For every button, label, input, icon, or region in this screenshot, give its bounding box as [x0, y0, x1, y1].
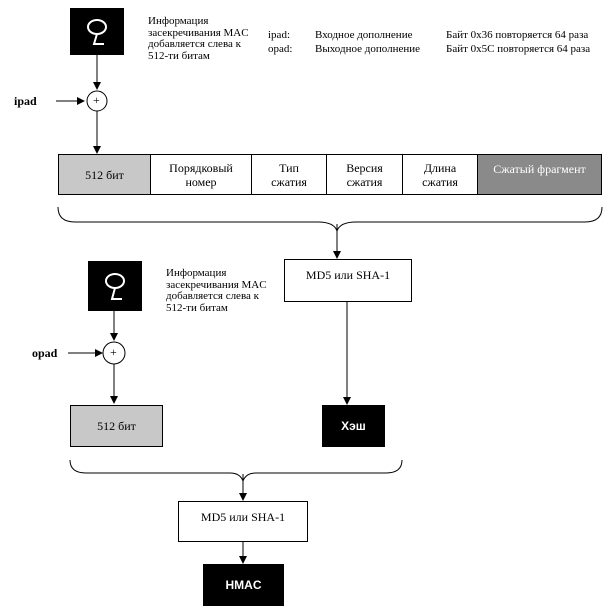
plus-sign-2: + [110, 345, 117, 359]
key-note-1: Информация засекречивания MAC добавляетс… [148, 15, 249, 62]
legend-desc-opad: Байт 0x5C повторяется 64 раза [446, 43, 591, 55]
legend-desc-ipad: Байт 0x36 повторяется 64 раза [446, 29, 589, 41]
hmac-box: HMAC [203, 564, 284, 606]
block-512-bits: 512 бит [70, 405, 163, 447]
key-icon-2 [88, 261, 142, 311]
record-cell-fragment: Сжатый фрагмент [477, 154, 602, 195]
key-note-2: Информация засекречивания MAC добавляетс… [166, 267, 267, 314]
key-icon-1 [70, 8, 124, 55]
record-cell-type: Тип сжатия [251, 154, 327, 195]
legend-name-opad: Выходное дополнение [315, 43, 420, 55]
legend-key-opad: opad: [268, 43, 293, 55]
record-cell-version: Версия сжатия [326, 154, 403, 195]
hash-function-box-2: MD5 или SHA-1 [178, 501, 308, 542]
plus-sign-1: + [93, 93, 100, 107]
brace-bottom [69, 459, 403, 483]
legend-name-ipad: Входное дополнение [315, 29, 413, 41]
brace-record [57, 206, 603, 233]
record-cell-length: Длина сжатия [402, 154, 478, 195]
ipad-label: ipad [14, 94, 37, 108]
hash-function-box-1: MD5 или SHA-1 [284, 259, 412, 302]
opad-label: opad [32, 346, 58, 360]
legend-key-ipad: ipad: [268, 29, 290, 41]
record-cell-512: 512 бит [58, 154, 151, 195]
hash-result-box: Хэш [322, 405, 385, 447]
record-cell-seq: Порядковый номер [150, 154, 252, 195]
